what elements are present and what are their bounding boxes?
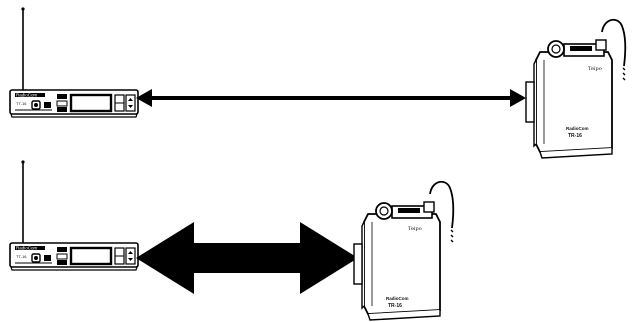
transmitter-2-model: TT-16 <box>16 254 27 259</box>
link-arrow-thin <box>136 89 526 107</box>
transmitter-unit-1: RadioCom TT-16 <box>8 6 140 119</box>
receiver-1-model: TR-16 <box>568 133 582 139</box>
transmitter-1-model: TT-16 <box>16 101 27 106</box>
receiver-unit-1: Teipo RadioCom TR-16 <box>525 18 627 159</box>
scene-2: RadioCom TT-16 Teipo RadioCom TR-16 <box>8 159 455 321</box>
receiver-2-model: TR-16 <box>388 303 402 309</box>
receiver-unit-2: Teipo RadioCom TR-16 <box>353 180 455 321</box>
receiver-1-brand: RadioCom <box>566 126 589 131</box>
receiver-2-side-label: Teipo <box>408 226 422 232</box>
scene-1: RadioCom TT-16 Teipo RadioCom TR-16 <box>8 6 627 159</box>
receiver-2-brand: RadioCom <box>386 296 409 301</box>
transmitter-1-brand: RadioCom <box>16 93 38 98</box>
link-arrow-thick <box>136 222 358 294</box>
transmitter-2-brand: RadioCom <box>16 246 38 251</box>
transmitter-unit-2: RadioCom TT-16 <box>8 159 140 272</box>
receiver-1-side-label: Teipo <box>588 66 602 72</box>
